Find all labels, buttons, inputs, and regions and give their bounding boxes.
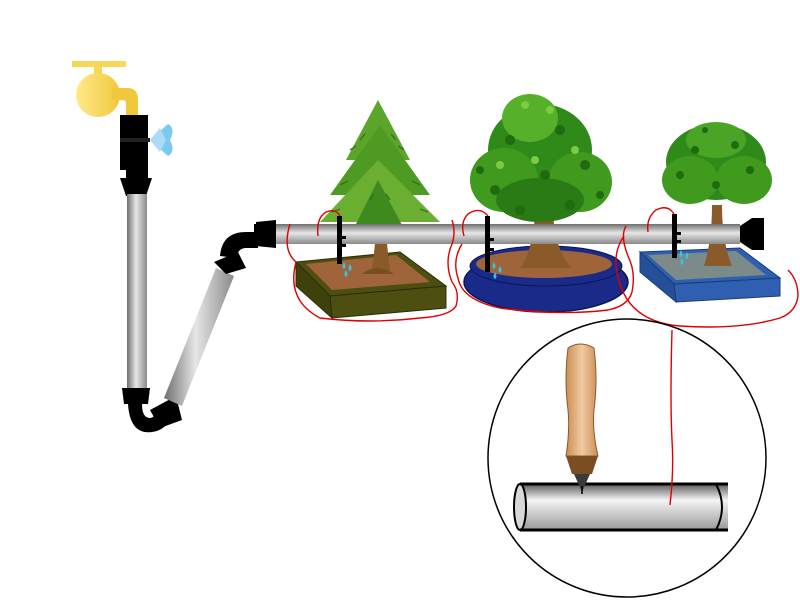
small-bonsai-icon — [662, 122, 772, 266]
pipe-icon — [276, 218, 764, 250]
butterfly-valve-icon — [120, 115, 173, 170]
dripper — [337, 216, 352, 277]
small-bonsai — [638, 122, 782, 304]
hose-icon — [120, 168, 276, 433]
dripper — [485, 216, 502, 279]
dripper — [672, 214, 689, 265]
green-pot — [294, 251, 448, 320]
water-tap-icon — [72, 61, 138, 118]
awl-piercing-pipe-icon — [487, 318, 767, 598]
conifer-bonsai — [294, 100, 448, 320]
drip-line-icon — [286, 207, 799, 328]
broadleaf-bonsai — [463, 94, 629, 313]
